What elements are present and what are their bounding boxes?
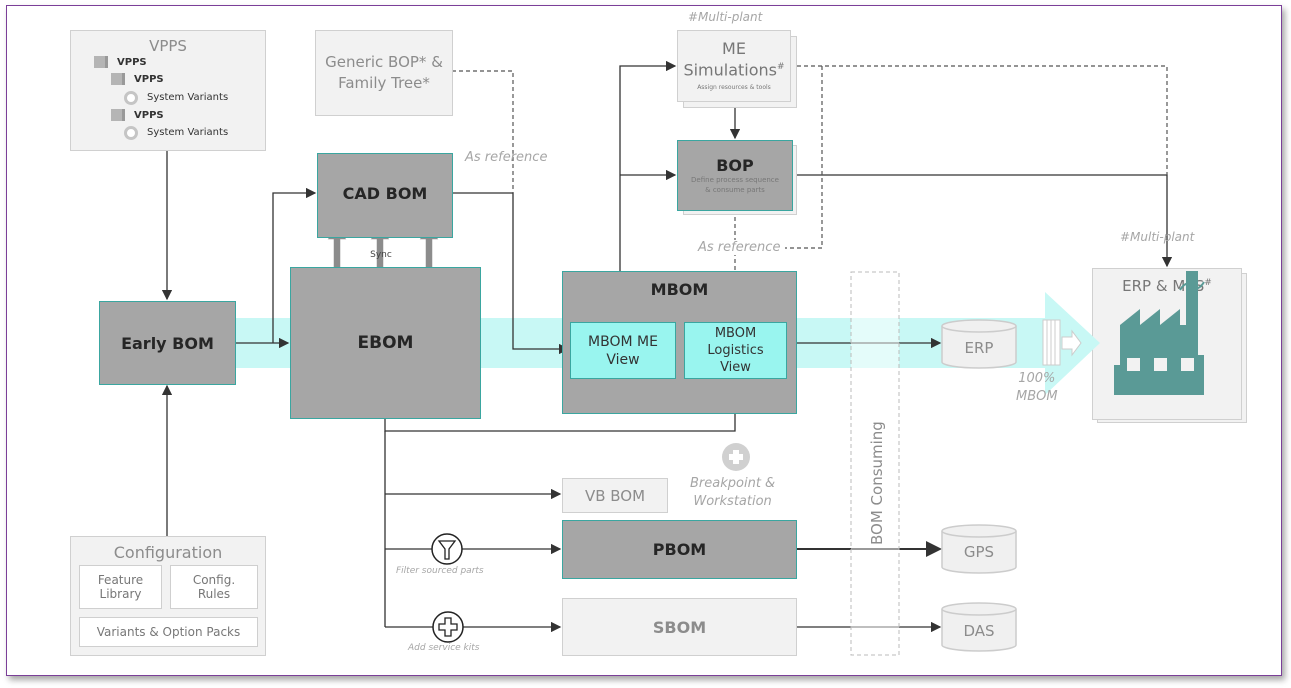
bop-box[interactable]: BOP Define process sequence & consume pa… — [677, 140, 793, 211]
as-reference-label: As reference — [465, 150, 548, 165]
pbom-label: PBOM — [652, 540, 707, 559]
vpps-title: VPPS — [149, 37, 187, 55]
das-database-icon — [941, 602, 1017, 652]
pbom-box[interactable]: PBOM — [562, 520, 797, 579]
vpps-box: VPPS — [70, 30, 266, 151]
vb-bom-box[interactable]: VB BOM — [562, 478, 668, 513]
configuration-title: Configuration — [113, 543, 223, 562]
mbom-me-view-line2: View — [606, 351, 640, 368]
cad-bom-label: CAD BOM — [342, 184, 428, 203]
tree-item: System Variants — [147, 127, 229, 138]
cube-icon — [111, 73, 125, 85]
erp-mes-note: #Multi-plant — [1120, 230, 1195, 244]
me-sim-sub: Assign resources & tools — [697, 84, 771, 92]
config-rules-line2: Rules — [197, 587, 231, 601]
cube-icon — [94, 56, 108, 68]
breakpoint-line1: Breakpoint & — [690, 476, 776, 491]
me-sim-box[interactable]: ME Simulations# Assign resources & tools — [677, 30, 791, 102]
logistics-line3: View — [720, 360, 751, 375]
cube-icon — [111, 109, 125, 121]
early-bom-label: Early BOM — [121, 333, 214, 353]
variants-box[interactable]: Variants & Option Packs — [79, 617, 258, 647]
as-reference-label: As reference — [698, 240, 781, 255]
erp-database-icon — [941, 319, 1017, 369]
tree-item: VPPS — [117, 57, 147, 68]
early-bom-to-cad-bom — [272, 187, 317, 343]
das-label: DAS — [963, 622, 994, 640]
erp-label: ERP — [965, 339, 994, 357]
generic-bop-box: Generic BOP* & Family Tree* — [315, 30, 453, 116]
config-rules-box[interactable]: Config.Rules — [170, 565, 258, 609]
add-kit-icon — [432, 611, 464, 643]
feature-library-line2: Library — [99, 587, 142, 601]
me-sim-sup: # — [777, 61, 785, 72]
filter-note: Filter sourced parts — [396, 566, 484, 576]
cad-bom-to-mbom — [452, 192, 570, 355]
breakpoint-line2: Workstation — [693, 494, 772, 509]
early-bom-box[interactable]: Early BOM — [99, 301, 236, 385]
me-sim-to-erp-mes — [790, 65, 1168, 175]
variants-label: Variants & Option Packs — [96, 625, 241, 639]
me-sim-line1: ME — [722, 38, 746, 58]
gps-label: GPS — [964, 543, 994, 561]
sbom-box[interactable]: SBOM — [562, 598, 797, 656]
erp-mes-sup: # — [1204, 278, 1212, 288]
bop-sub2: & consume parts — [705, 186, 765, 194]
cad-bom-box[interactable]: CAD BOM — [317, 153, 453, 238]
mbom-me-to-me-sim — [619, 60, 677, 322]
me-sim-reference — [785, 66, 823, 249]
generic-bop-line1: Generic BOP* & — [325, 53, 443, 71]
sync-label: Sync — [370, 250, 392, 260]
mbom-me-view-line1: MBOM ME — [588, 333, 658, 350]
logistics-line1: MBOM — [714, 326, 757, 341]
generic-bop-line2: Family Tree* — [338, 74, 430, 92]
ebom-box[interactable]: EBOM — [290, 267, 481, 419]
service-note: Add service kits — [408, 643, 480, 653]
plus-circle-icon — [722, 443, 750, 471]
ring-icon — [124, 91, 138, 105]
full-mbom-line1: 100% — [1018, 371, 1056, 386]
sbom-label: SBOM — [652, 617, 707, 637]
full-mbom-line2: MBOM — [1016, 389, 1058, 404]
config-rules-line1: Config. — [192, 573, 236, 587]
mbom-title: MBOM — [650, 280, 709, 299]
bop-sub1: Define process sequence — [691, 176, 779, 184]
full-mbom-label: 100% MBOM — [1016, 370, 1058, 406]
tree-item: VPPS — [134, 74, 164, 85]
me-sim-line2: Simulations — [683, 60, 777, 80]
bom-consuming-zone — [850, 271, 900, 656]
me-sim-note: #Multi-plant — [688, 10, 763, 24]
hatched-transfer-icon — [1042, 319, 1082, 366]
bop-to-erp-mes — [792, 174, 1173, 268]
erp-mes-title: ERP & MES — [1122, 277, 1205, 295]
logistics-line2: Logistics — [707, 343, 764, 358]
vb-bom-label: VB BOM — [584, 486, 646, 505]
bom-consuming-label: BOM Consuming — [868, 421, 886, 545]
bop-title: BOP — [716, 156, 754, 175]
gps-database-icon — [941, 524, 1017, 574]
filter-icon — [431, 533, 463, 565]
feature-library-line1: Feature — [97, 573, 144, 587]
ring-icon — [124, 126, 138, 140]
tree-item: System Variants — [147, 92, 229, 103]
factory-icon — [1114, 271, 1205, 395]
tree-item: VPPS — [134, 110, 164, 121]
breakpoint-label: Breakpoint & Workstation — [690, 475, 775, 511]
generic-bop-reference — [452, 70, 514, 193]
ebom-label: EBOM — [357, 333, 414, 353]
